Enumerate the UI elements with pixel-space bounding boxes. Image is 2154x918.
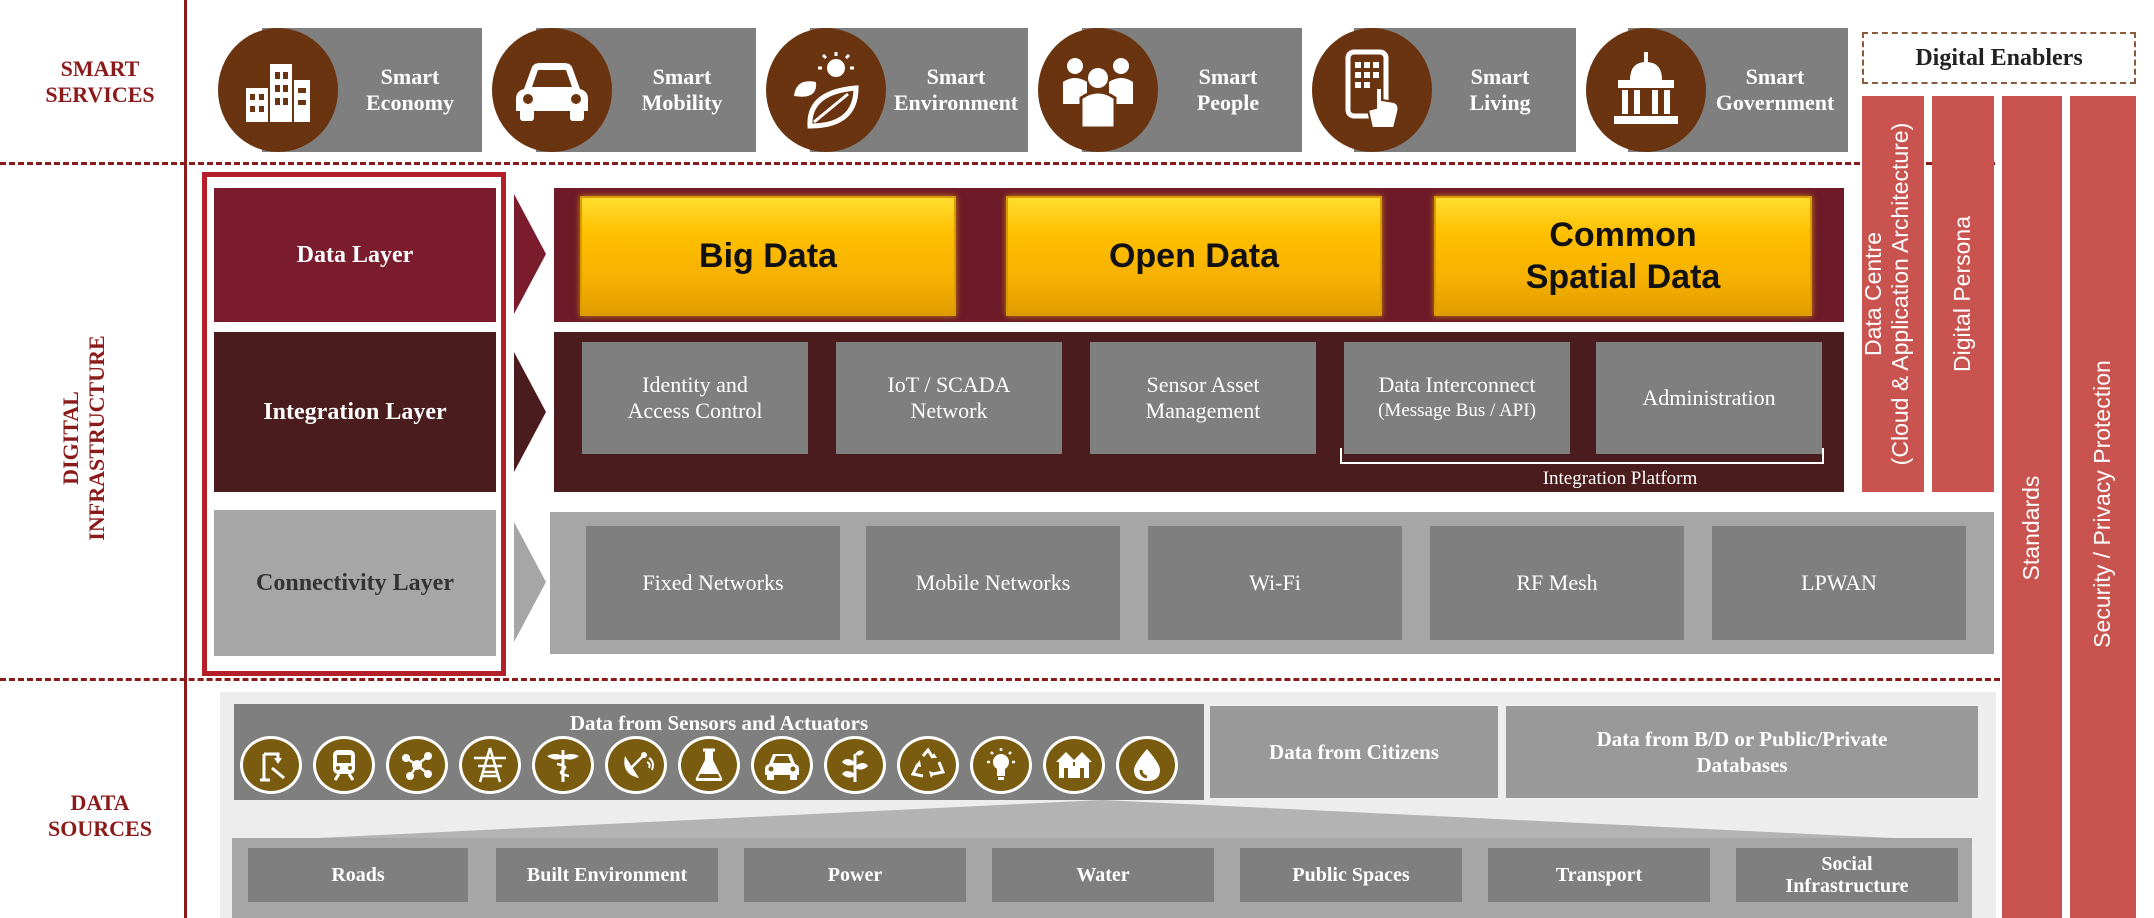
health-icon: [532, 736, 594, 794]
data-layer-label: Data Layer: [214, 188, 496, 322]
integration-item: Administration: [1596, 342, 1822, 454]
infrastructure-item: Water: [992, 848, 1214, 902]
data-layer-item: Open Data: [1006, 196, 1382, 316]
infrastructure-item: Public Spaces: [1240, 848, 1462, 902]
infrastructure-item: Power: [744, 848, 966, 902]
layer-labels-outline: [202, 172, 506, 676]
train-icon: [313, 736, 375, 794]
satellite-dish-icon: [605, 736, 667, 794]
enabler-standards-label: Standards: [2018, 475, 2044, 581]
digital-enablers-title-text: Digital Enablers: [1915, 44, 2083, 71]
sensors-title: Data from Sensors and Actuators: [234, 710, 1204, 736]
data-layer-item: Big Data: [580, 196, 956, 316]
streetlight-icon: [240, 736, 302, 794]
integration-item: Data Interconnect(Message Bus / API): [1344, 342, 1570, 454]
buildings-icon: [218, 28, 338, 152]
data-from-citizens-box: Data from Citizens: [1210, 706, 1498, 798]
data-from-citizens-text: Data from Citizens: [1269, 739, 1439, 764]
lightbulb-icon: [970, 736, 1032, 794]
funnel-shape: [236, 800, 1976, 842]
row-label-digital-infrastructure: DIGITAL INFRASTRUCTURE: [58, 298, 118, 578]
government-building-icon: [1586, 28, 1706, 152]
car-icon: [751, 736, 813, 794]
infrastructure-item: Built Environment: [496, 848, 718, 902]
connectivity-item: Wi-Fi: [1148, 526, 1402, 640]
enabler-data-centre: [1862, 96, 1924, 492]
enabler-standards: [2002, 96, 2062, 918]
enabler-security-privacy: [2070, 96, 2136, 918]
flask-icon: [678, 736, 740, 794]
dashed-divider-services: [0, 162, 1995, 165]
row-label-line: SERVICES: [45, 82, 155, 107]
integration-layer-chevron: [514, 352, 546, 472]
row-label-line: SMART: [60, 56, 140, 81]
water-drop-icon: [1116, 736, 1178, 794]
enabler-digital-persona: [1932, 96, 1994, 492]
integration-platform-label-text: Integration Platform: [1542, 468, 1698, 489]
integration-layer-label-text: Integration Layer: [263, 398, 447, 425]
sensors-title-text: Data from Sensors and Actuators: [569, 710, 869, 735]
infrastructure-item: Transport: [1488, 848, 1710, 902]
connectivity-layer-chevron: [514, 522, 546, 642]
connectivity-layer-label: Connectivity Layer: [214, 510, 496, 656]
data-layer-label-text: Data Layer: [296, 241, 414, 268]
smartphone-icon: [1312, 28, 1432, 152]
car-icon: [492, 28, 612, 152]
power-tower-icon: [459, 736, 521, 794]
recycle-icon: [897, 736, 959, 794]
connectivity-item: RF Mesh: [1430, 526, 1684, 640]
dashed-divider-infrastructure: [0, 678, 2000, 681]
left-divider-line: [184, 0, 187, 918]
connectivity-layer-label-text: Connectivity Layer: [256, 569, 454, 596]
infrastructure-item: Roads: [248, 848, 468, 902]
digital-enablers-title: Digital Enablers: [1862, 32, 2136, 84]
connectivity-item: Fixed Networks: [586, 526, 840, 640]
enabler-security-privacy-label: Security / Privacy Protection: [2089, 360, 2115, 648]
integration-platform-label: Integration Platform: [1440, 466, 1800, 492]
row-label-data-sources: DATA SOURCES: [40, 790, 160, 842]
row-label-line: DATA: [70, 790, 130, 815]
integration-platform-bracket: [1340, 448, 1824, 464]
plant-icon: [824, 736, 886, 794]
connectivity-item: LPWAN: [1712, 526, 1966, 640]
people-icon: [1038, 28, 1158, 152]
enabler-digital-persona-label: Digital Persona: [1949, 216, 1975, 372]
row-label-smart-services: SMART SERVICES: [40, 56, 160, 108]
leaf-sun-icon: [766, 28, 886, 152]
network-icon: [386, 736, 448, 794]
houses-icon: [1043, 736, 1105, 794]
enabler-data-centre-label: Data Centre(Cloud & Application Architec…: [1860, 122, 1913, 466]
connectivity-item: Mobile Networks: [866, 526, 1120, 640]
integration-layer-label: Integration Layer: [214, 332, 496, 492]
data-layer-chevron: [514, 194, 546, 314]
row-label-line: SOURCES: [48, 816, 152, 841]
row-label-line: INFRASTRUCTURE: [84, 335, 109, 541]
row-label-line: DIGITAL: [58, 391, 83, 485]
